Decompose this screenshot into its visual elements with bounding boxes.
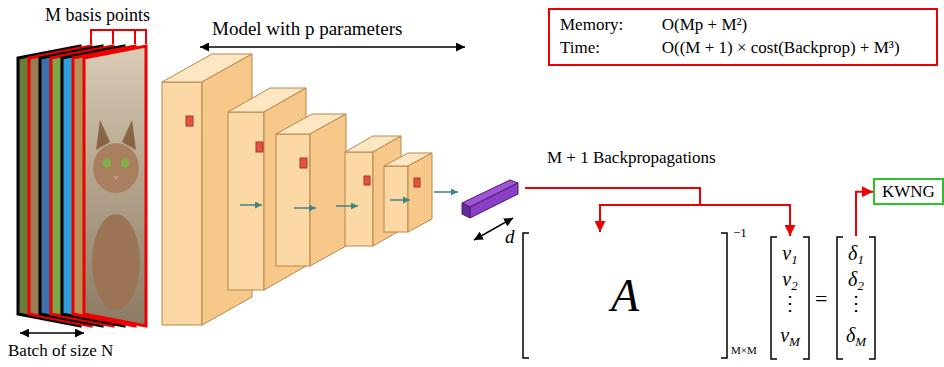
- box-text: KWNG: [882, 181, 935, 202]
- layer-side: [408, 153, 432, 232]
- cost-text: O((M + 1) × cost(Backprop) + M³): [662, 38, 926, 58]
- bar-front: [462, 203, 470, 218]
- vector-entry: v1: [768, 242, 812, 265]
- bracket: [803, 237, 809, 359]
- cat-picture: [92, 120, 140, 310]
- flow-arrow: [390, 199, 410, 201]
- connector-arrow: [525, 188, 700, 232]
- connector-arrow: [856, 192, 873, 236]
- vector-entry: ⋮: [834, 292, 878, 315]
- flow-arrow: [336, 205, 358, 207]
- cat-body: [92, 214, 140, 310]
- vector-entry: v2: [768, 268, 812, 291]
- vertical-dots: ⋮: [846, 292, 866, 314]
- bracket: [721, 233, 727, 358]
- kernel: [186, 116, 193, 126]
- batch-dimension-arrow: [20, 332, 84, 334]
- text-label: =: [815, 286, 827, 311]
- cost-text: Time:: [560, 38, 650, 58]
- text-label: Batch of size N: [8, 341, 113, 361]
- flow-arrow: [434, 191, 458, 193]
- bracket: [523, 233, 529, 358]
- matrix-body: A: [520, 270, 730, 321]
- cost-box: Memory: O(Mp + M²) Time: O((M + 1) × cost(B…: [548, 8, 938, 66]
- text-label: M basis points: [45, 5, 150, 26]
- vector-entry: ⋮: [768, 292, 812, 315]
- entry-symbol: δ: [848, 268, 857, 290]
- feature-bar: [455, 168, 525, 253]
- layer-front: [228, 112, 264, 290]
- entry-symbol: v: [782, 242, 791, 264]
- kernel: [256, 142, 263, 152]
- bar-side: [470, 183, 518, 218]
- vector-entry: δM: [834, 324, 878, 347]
- feature-vector: d: [455, 168, 525, 253]
- layer-front: [345, 152, 373, 246]
- entry-subscript: 1: [791, 252, 798, 267]
- entry-subscript: 2: [857, 278, 864, 293]
- vector-entry: δ1: [834, 242, 878, 265]
- text-label: −1: [733, 226, 747, 241]
- flow-arrow: [294, 207, 316, 209]
- vector-column: δ1δ2⋮δM: [834, 236, 878, 360]
- matrix-block: A: [520, 232, 730, 359]
- cat-nose: [113, 176, 119, 180]
- kernels: [186, 116, 420, 187]
- cat-eye: [103, 158, 111, 168]
- vector-entry: δ2: [834, 268, 878, 291]
- output-box: KWNG: [873, 178, 944, 205]
- bracket: [771, 237, 777, 359]
- flow-arrow: [240, 204, 262, 206]
- vector-entry: vM: [768, 324, 812, 347]
- entry-subscript: 1: [857, 252, 864, 267]
- entry-symbol: δ: [846, 324, 855, 346]
- basis-bracket: [91, 30, 146, 44]
- kernel: [414, 178, 420, 187]
- bracket: [837, 237, 843, 359]
- dimension-label: d: [505, 226, 515, 248]
- bracket: [869, 237, 875, 359]
- flow-arrows: [240, 192, 458, 208]
- cost-text: Memory:: [560, 15, 650, 35]
- edge-label: M + 1 Backpropagations: [545, 148, 718, 168]
- layer-front: [162, 82, 202, 325]
- layer-side: [310, 114, 346, 266]
- vector-column: v1v2⋮vM: [768, 236, 812, 360]
- entry-symbol: v: [780, 324, 789, 346]
- image-stack: [18, 46, 146, 326]
- entry-symbol: v: [782, 268, 791, 290]
- model-dimension-arrow: [200, 46, 465, 48]
- text-label: M×M: [731, 344, 757, 357]
- network-layers: [162, 54, 432, 325]
- cost-text: O(Mp + M²): [662, 15, 926, 35]
- vertical-dots: ⋮: [780, 292, 800, 314]
- entry-subscript: 2: [791, 278, 798, 293]
- connector-arrow: [525, 188, 790, 236]
- cat-head: [93, 143, 139, 193]
- matrix-symbol: A: [520, 270, 730, 321]
- image-frame: [84, 46, 146, 326]
- entry-subscript: M: [855, 334, 866, 349]
- cat-eye: [121, 158, 129, 168]
- text-label: Model with p parameters: [212, 18, 402, 40]
- layer-front: [384, 166, 408, 232]
- layer-front: [276, 134, 310, 266]
- entry-subscript: M: [789, 334, 800, 349]
- kernel: [364, 176, 370, 185]
- entry-symbol: δ: [848, 242, 857, 264]
- kernel: [300, 158, 307, 168]
